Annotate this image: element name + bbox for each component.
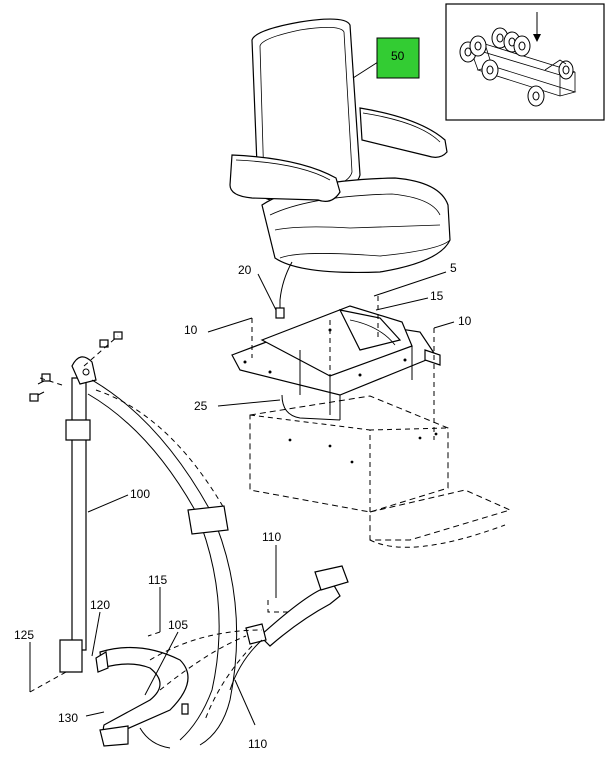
shoulder-webbing (87, 379, 238, 746)
hose-fitting (275, 307, 285, 319)
seat-mount-bracket (231, 305, 441, 421)
alignment-lines (251, 296, 435, 440)
seat-assembly (229, 18, 451, 274)
buckle-assembly (149, 565, 349, 721)
callout-130[interactable]: 130 (58, 711, 78, 725)
air-hose (279, 261, 293, 312)
vehicle-locator-inset (445, 3, 605, 121)
lap-belt (95, 646, 189, 749)
callout-10-left[interactable]: 10 (184, 323, 198, 337)
callout-105[interactable]: 105 (168, 618, 188, 632)
callout-100[interactable]: 100 (130, 487, 150, 501)
callout-50[interactable]: 50 (391, 49, 405, 63)
callout-25[interactable]: 25 (194, 399, 208, 413)
callout-115[interactable]: 115 (148, 573, 167, 587)
seat-riser (249, 395, 512, 548)
callout-110-upper[interactable]: 110 (262, 530, 281, 544)
callout-5[interactable]: 5 (450, 261, 457, 275)
callout-20[interactable]: 20 (238, 263, 252, 277)
callout-110-lower[interactable]: 110 (248, 737, 267, 751)
callout-10-right[interactable]: 10 (458, 314, 472, 328)
callout-125[interactable]: 125 (14, 628, 34, 642)
callout-120[interactable]: 120 (90, 598, 110, 612)
callout-15[interactable]: 15 (430, 289, 444, 303)
seat-belt-retractor (29, 331, 123, 673)
leader-lines (29, 61, 455, 726)
callout-50-highlight[interactable] (376, 37, 420, 79)
